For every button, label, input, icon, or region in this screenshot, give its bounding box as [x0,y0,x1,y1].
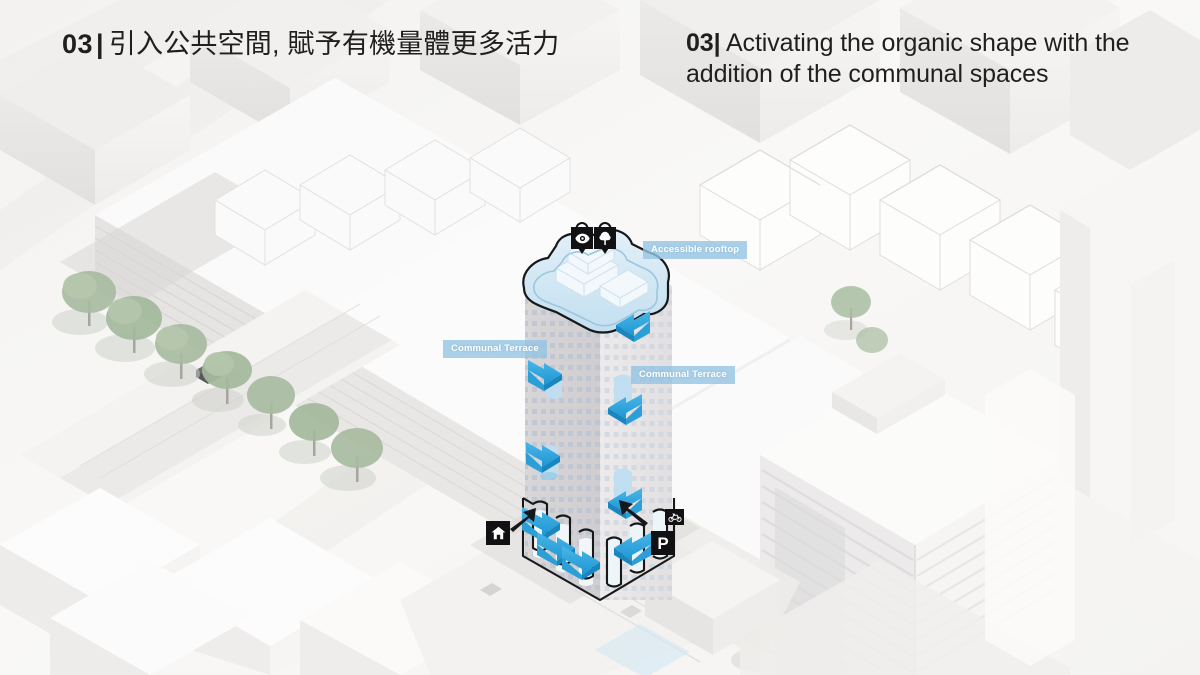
parking-label: P [657,533,669,553]
slide-number-zh: 03 [62,29,94,59]
title-text-en: Activating the organic shape with the ad… [686,29,1130,88]
callout-accessible-rooftop: Accessible rooftop [643,241,748,259]
title-separator-zh: | [96,29,104,59]
bicycle-icon [667,513,682,522]
eye-icon [574,233,590,243]
title-separator-en: | [713,29,721,57]
title-english: 03| Activating the organic shape with th… [686,28,1156,90]
tree-icon-badge [594,227,616,249]
parking-icon-badge: P [651,531,675,555]
bicycle-icon-badge [665,509,684,525]
title-chinese: 03|引入公共空間, 賦予有機量體更多活力 [62,28,559,61]
title-text-zh: 引入公共空間, 賦予有機量體更多活力 [108,29,560,59]
home-icon-badge [486,521,510,545]
home-icon [491,526,505,540]
eye-icon-badge [571,227,593,249]
slide-number-en: 03 [686,29,714,57]
callout-communal-terrace-right: Communal Terrace [631,366,735,384]
callout-communal-terrace-left: Communal Terrace [443,340,547,358]
tree-icon [599,231,611,245]
